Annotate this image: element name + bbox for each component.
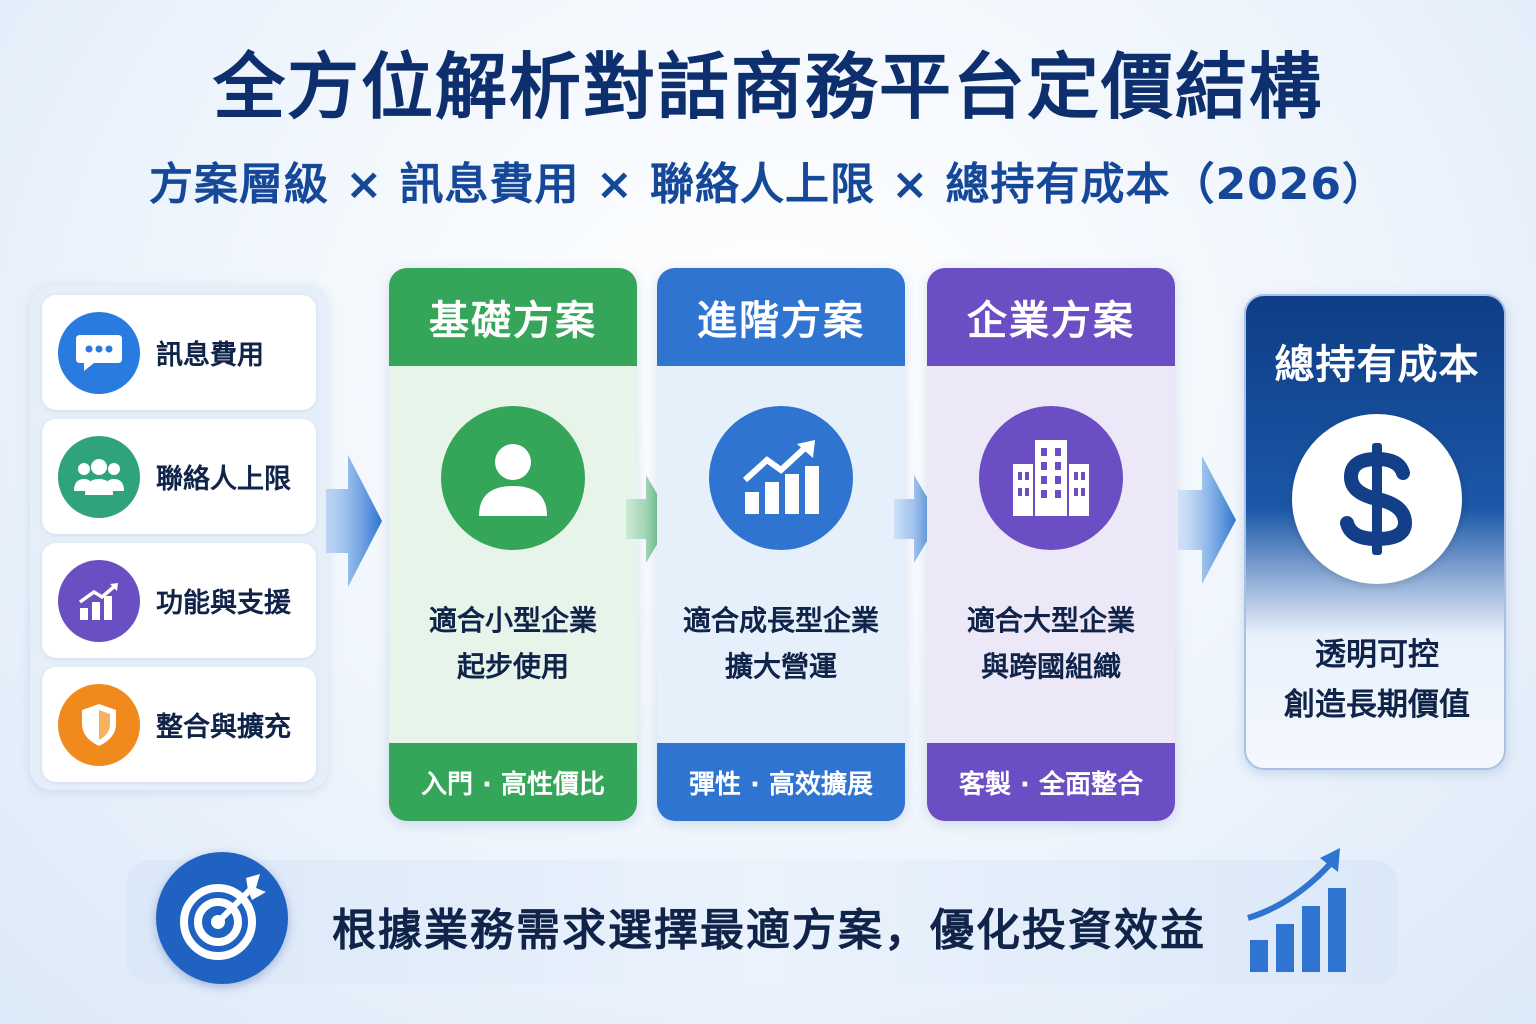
bar-chart-icon — [58, 559, 140, 642]
target-icon — [156, 852, 288, 984]
factor-contact-limit: 聯絡人上限 — [42, 419, 316, 534]
flow-arrow-icon — [1178, 456, 1236, 584]
tier-description: 適合成長型企業 擴大營運 — [682, 604, 879, 683]
building-icon — [979, 406, 1123, 550]
tier-name: 進階方案 — [657, 268, 905, 366]
dollar-icon — [1292, 414, 1462, 584]
page-subtitle: 方案層級 × 訊息費用 × 聯絡人上限 × 總持有成本（2026） — [149, 159, 1387, 210]
growth-chart-icon — [709, 406, 853, 550]
tier-tagline: 彈性 · 高效擴展 — [657, 743, 905, 821]
tco-card: 總持有成本 透明可控 創造長期價值 — [1244, 294, 1506, 770]
people-icon — [58, 435, 140, 518]
tier-tagline: 客製 · 全面整合 — [927, 743, 1175, 821]
flow-arrow-icon — [626, 475, 672, 563]
tier-advanced-card: 進階方案 適合成長型企業 擴大營運 彈性 · 高效擴展 — [657, 268, 905, 821]
factor-integration: 整合與擴充 — [42, 667, 316, 782]
factor-label: 整合與擴充 — [156, 712, 291, 743]
user-icon — [441, 406, 585, 550]
tier-description: 適合小型企業 起步使用 — [428, 604, 597, 683]
factor-label: 訊息費用 — [156, 340, 264, 371]
factor-panel: 訊息費用 聯絡人上限 功能與支援 — [30, 285, 328, 790]
conclusion-text: 根據業務需求選擇最適方案，優化投資效益 — [332, 905, 1206, 956]
chat-bubble-icon — [58, 311, 140, 394]
tier-name: 基礎方案 — [389, 268, 637, 366]
factor-label: 功能與支援 — [156, 588, 291, 619]
tier-description: 適合大型企業 與跨國組織 — [966, 604, 1135, 683]
tco-description: 透明可控 創造長期價值 — [1284, 637, 1470, 723]
tier-name: 企業方案 — [927, 268, 1175, 366]
shield-icon — [58, 683, 140, 766]
factor-message-fee: 訊息費用 — [42, 295, 316, 410]
flow-arrow-icon — [894, 475, 940, 563]
factor-label: 聯絡人上限 — [156, 464, 291, 495]
tier-basic-card: 基礎方案 適合小型企業 起步使用 入門 · 高性價比 — [389, 268, 637, 821]
tco-title: 總持有成本 — [1274, 342, 1480, 388]
tier-tagline: 入門 · 高性價比 — [389, 743, 637, 821]
growth-bars-icon — [1247, 848, 1346, 972]
conclusion-banner: 根據業務需求選擇最適方案，優化投資效益 — [126, 848, 1398, 984]
factor-features-support: 功能與支援 — [42, 543, 316, 658]
flow-arrow-icon — [326, 455, 382, 587]
page-title: 全方位解析對話商務平台定價結構 — [212, 45, 1323, 129]
tier-enterprise-card: 企業方案 適合大型企業 與跨國組織 — [927, 268, 1175, 821]
